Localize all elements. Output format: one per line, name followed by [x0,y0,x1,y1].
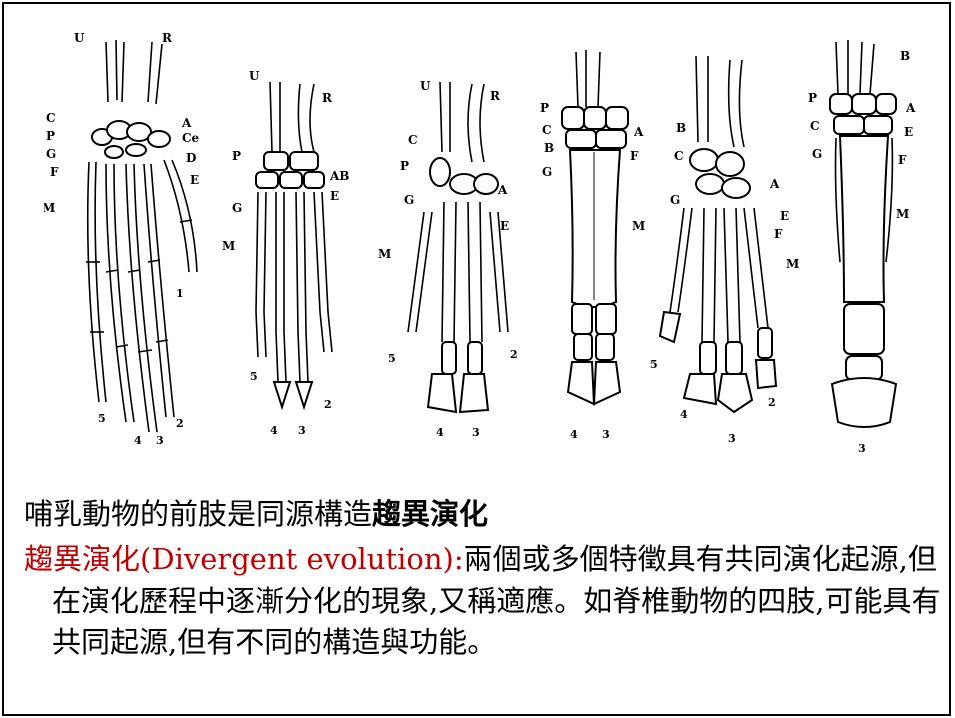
limb-6-label-F: F [898,153,907,167]
limb-5-digit-4: 4 [680,408,688,421]
limb-6-skeleton: B P A C E G F M 3 [808,40,916,455]
limb-3-digit-3: 3 [472,426,480,439]
limb-2-label-E: E [330,189,339,203]
limb-1-label-R: R [162,31,173,45]
homology-sentence-text: 哺乳動物的前肢是同源構造 [24,497,372,531]
limb-6-label-C: C [810,119,820,133]
limb-2-digit-3: 3 [298,424,306,437]
limb-4-label-C: C [542,123,552,137]
limb-4-label-M: M [632,219,645,233]
limb-2-digit-2: 2 [324,398,332,411]
text-block: 哺乳動物的前肢是同源構造趨異演化 趨異演化(Divergent evolutio… [24,494,944,664]
limb-3-label-M: M [378,247,391,261]
limb-1-label-C: C [46,111,56,125]
homology-sentence: 哺乳動物的前肢是同源構造趨異演化 [24,494,944,535]
limb-1-label-A: A [181,116,192,130]
homology-sentence-bold-term: 趨異演化 [372,497,488,531]
limb-3-digit-2: 2 [510,348,518,361]
limb-1-digit-3: 3 [156,434,164,447]
limb-3-label-A: A [497,183,508,197]
limb-2-label-M: M [222,239,235,253]
limb-5-label-A: A [769,177,780,191]
limb-3-label-G: G [404,193,414,207]
limb-1-skeleton: U R C A P Ce G D F E M 5 4 3 2 1 [44,31,200,447]
limb-2-label-U: U [249,69,260,83]
limb-3-label-E: E [500,219,509,233]
limb-1-label-U: U [74,31,85,45]
definition-paragraph: 趨異演化(Divergent evolution):兩個或多個特徵具有共同演化起… [24,539,944,663]
limb-6-label-A: A [905,101,916,115]
limb-5-skeleton: B C A G E F M 5 4 3 2 [650,56,799,445]
limb-3-label-R: R [490,89,501,103]
limb-5-digit-2: 2 [768,396,776,409]
limb-2-digit-4: 4 [270,424,278,437]
limb-4-digit-4: 4 [570,428,578,441]
limb-4-label-F: F [630,149,639,163]
limb-3-digit-5: 5 [388,352,396,365]
limb-2-label-P: P [232,149,241,163]
limb-3-label-P: P [400,159,409,173]
forelimb-skeletons-figure: U R C A P Ce G D F E M 5 4 3 2 1 [44,12,924,472]
limb-4-label-B: B [544,141,554,155]
limb-5-label-B: B [676,121,686,135]
limb-6-label-G: G [812,147,822,161]
limb-1-label-M: M [44,201,55,215]
limb-6-label-M: M [896,207,909,221]
limb-1-digit-1: 1 [176,287,184,300]
limb-2-skeleton: U R P AB G E M 5 4 3 2 [222,69,349,437]
limb-2-label-AB: AB [329,169,349,183]
limb-6-digit-3: 3 [858,442,866,455]
limb-2-digit-5: 5 [250,370,258,383]
limb-4-label-P: P [540,101,549,115]
limb-2-label-G: G [232,201,242,215]
limb-1-digit-5: 5 [98,412,106,425]
limb-3-skeleton: U R C P A G E M 5 4 3 2 [378,79,518,439]
limb-5-label-G: G [670,193,680,207]
forelimb-diagram: U R C A P Ce G D F E M 5 4 3 2 1 [44,12,924,472]
limb-4-label-G: G [542,165,552,179]
limb-5-digit-3: 3 [728,432,736,445]
limb-1-digit-4: 4 [134,434,142,447]
limb-1-label-Ce: Ce [182,131,200,145]
definition-term: 趨異演化(Divergent evolution): [24,542,464,576]
limb-5-label-E: E [780,209,789,223]
limb-4-skeleton: P A C B F G M 4 3 [540,50,645,441]
limb-1-label-P: P [46,129,55,143]
limb-3-digit-4: 4 [436,426,444,439]
limb-5-label-M: M [786,257,799,271]
limb-4-digit-3: 3 [602,428,610,441]
limb-6-label-E: E [904,125,913,139]
limb-6-label-P: P [808,91,817,105]
limb-1-label-D: D [186,151,196,165]
limb-2-label-R: R [322,91,333,105]
limb-1-label-G: G [46,147,56,161]
limb-1-label-E: E [190,173,199,187]
limb-5-label-C: C [674,149,684,163]
limb-6-label-B: B [900,49,910,63]
limb-3-label-U: U [420,79,431,93]
limb-5-digit-5: 5 [650,358,658,371]
limb-3-label-C: C [408,133,418,147]
limb-5-label-F: F [774,227,783,241]
limb-1-label-F: F [50,165,59,179]
limb-1-digit-2: 2 [176,417,184,430]
limb-4-label-A: A [633,125,644,139]
